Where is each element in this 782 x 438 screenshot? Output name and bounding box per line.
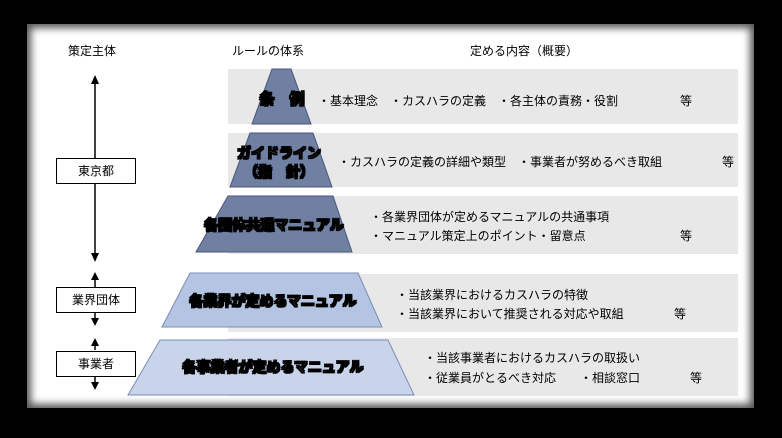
tier-common-manual-bullet-2: ・マニュアル策定上のポイント・留意点 [370,229,586,243]
band-ordinance [228,69,738,124]
tier-business-manual-label: 各事業者が定めるマニュアル [182,360,364,377]
tokyo-scope-arrow [91,75,99,262]
tier-guideline-label-line1: ガイドライン [237,146,322,163]
actor-tokyo: 東京都 [56,158,136,184]
tier-industry-manual-bullet-1: ・当該業界におけるカスハラの特徴 [396,288,589,302]
tier-ordinance-shape [251,68,312,125]
tier-guideline-label-line2: （指 針） [244,165,315,182]
actor-business: 事業者 [56,351,136,377]
tier-business-manual-bullet-2: ・従業員がとるべき対応 ・相談窓口 [424,371,641,385]
tier-business-manual-bullet-1: ・当該事業者におけるカスハラの取扱い [424,351,641,365]
tier-ordinance-label: 条 例 [259,90,305,109]
header-actor: 策定主体 [68,44,117,58]
tier-guideline-shape [229,132,333,188]
actor-industry: 業界団体 [56,287,136,313]
tier-ordinance-etc: 等 [680,94,693,108]
tier-industry-manual-label: 各業界が定めるマニュアル [189,294,357,311]
header-system: ルールの体系 [232,44,305,58]
tier-industry-manual-bullet-2: ・当該業界において推奨される対応や取組 [396,307,624,321]
tier-ordinance-bullet-1: ・基本理念 ・カスハラの定義 ・各主体の責務・役割 [318,94,619,108]
tier-industry-manual-shape [161,272,383,328]
tier-industry-manual-etc: 等 [674,307,687,321]
business-scope-arrow [91,338,99,390]
tier-common-manual-etc: 等 [680,229,693,243]
tier-common-manual-label: 各団体共通マニュアル [204,218,344,235]
tier-guideline-etc: 等 [722,155,735,169]
tier-business-manual-shape [127,339,415,396]
tier-business-manual-etc: 等 [690,371,703,385]
header-content: 定める内容（概要） [470,44,579,58]
tier-guideline-bullet-1: ・カスハラの定義の詳細や類型 ・事業者が努めるべき取組 [338,155,663,169]
industry-scope-arrow [91,272,99,326]
tier-common-manual-bullet-1: ・各業界団体が定めるマニュアルの共通事項 [370,210,610,224]
tier-common-manual-shape [195,195,353,253]
